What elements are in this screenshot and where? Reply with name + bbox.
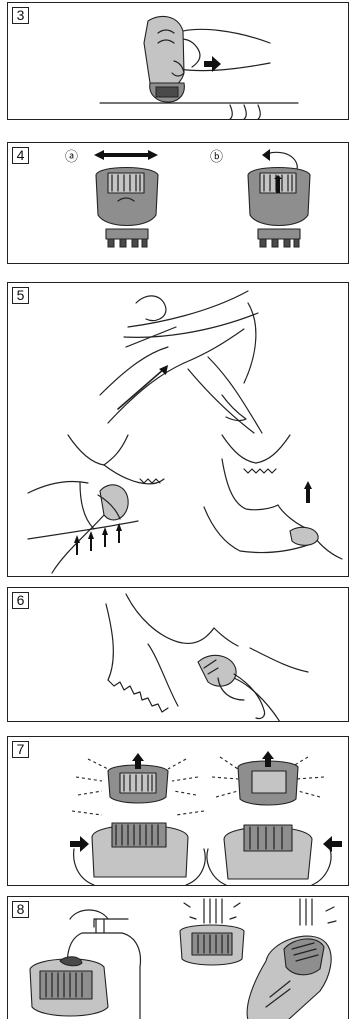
underarm-scene-left (28, 435, 164, 573)
step-number: 3 (12, 7, 29, 24)
cleaning-illustration (8, 897, 349, 1019)
leg-scene (100, 291, 262, 433)
underarm-epilation-closeup-illustration (8, 588, 349, 722)
remove-cap-illustration (8, 737, 349, 886)
step-4-panel: 4 ⓐ ⓑ (7, 142, 349, 264)
right-cap (207, 751, 342, 885)
epilator-head-b (248, 149, 310, 247)
head-with-soap (30, 957, 108, 1016)
step-6-panel: 6 (7, 587, 349, 722)
step-8-panel: 8 (7, 896, 349, 1019)
step-number: 8 (12, 901, 29, 918)
epilator-head-a (94, 150, 158, 247)
step-number: 7 (12, 741, 29, 758)
left-cap (70, 753, 205, 885)
step-number: 5 (12, 287, 29, 304)
epilator-on-skin-illustration (8, 3, 349, 120)
step-number: 6 (12, 592, 29, 609)
epilator-head-cap-illustration (8, 143, 349, 264)
step-7-panel: 7 (7, 736, 349, 886)
step-5-panel: 5 (7, 282, 349, 577)
step-number: 4 (12, 147, 29, 164)
step-3-panel: 3 (7, 2, 349, 120)
underarm-scene-right (204, 435, 342, 559)
epilator-under-water (247, 899, 336, 1019)
leg-and-underarm-epilation-illustration (8, 283, 349, 577)
rinsed-head (180, 899, 244, 965)
